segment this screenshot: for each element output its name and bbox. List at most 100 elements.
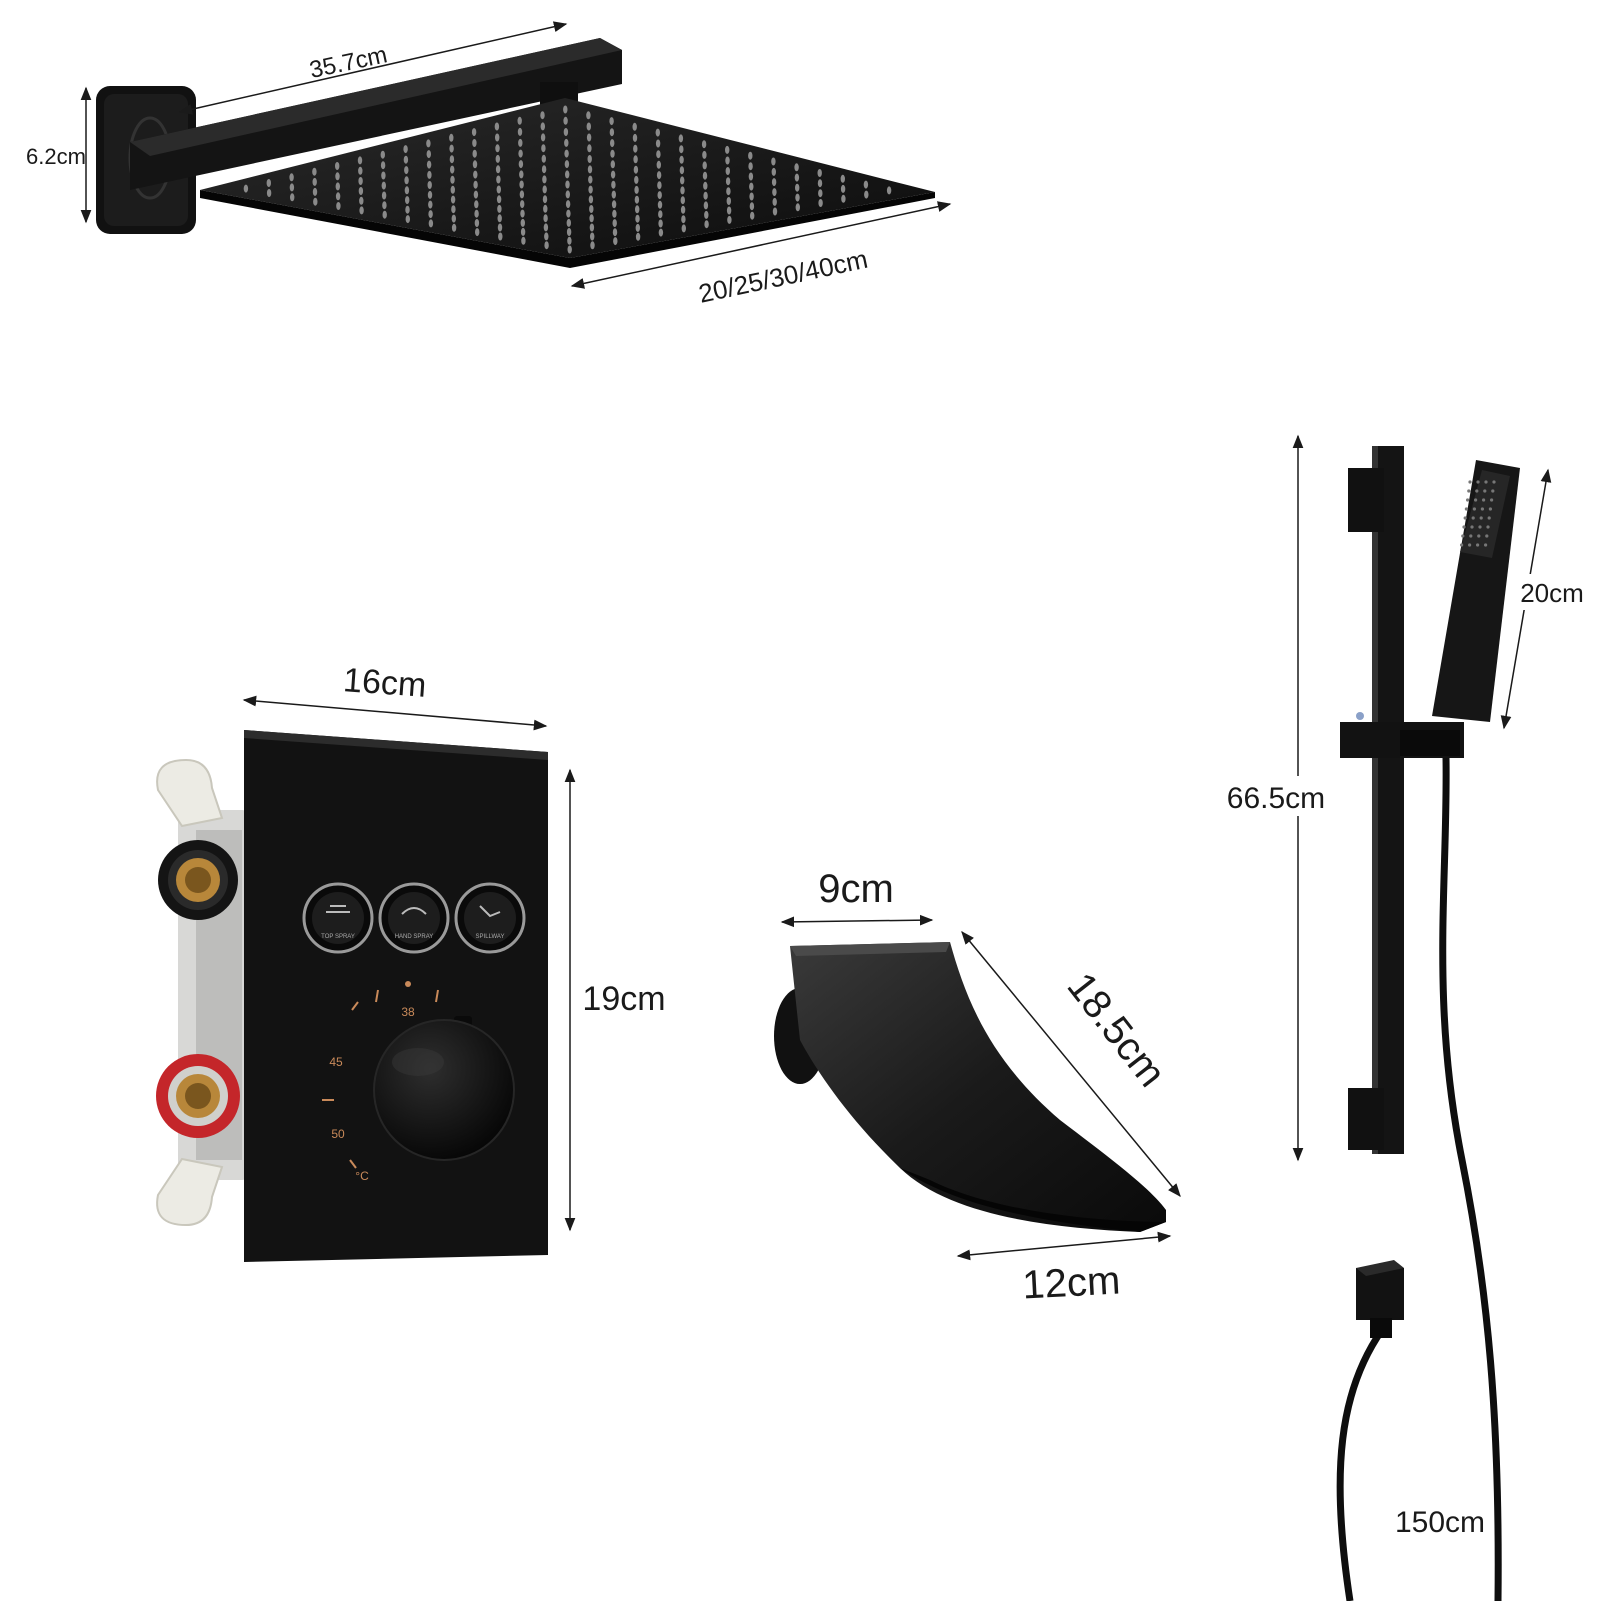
function-button-spillway[interactable]: SPILLWAY (454, 882, 526, 954)
nozzle (382, 210, 387, 219)
dim-line-spout-depth (780, 914, 934, 928)
nozzle (451, 214, 456, 223)
nozzle (586, 133, 592, 142)
nozzle (565, 170, 570, 179)
nozzle (886, 186, 892, 195)
nozzle (359, 206, 364, 215)
nozzle (680, 186, 685, 195)
nozzle (497, 204, 502, 213)
nozzle (609, 128, 615, 137)
nozzle (335, 192, 341, 201)
handheld-nozzle (1479, 516, 1483, 520)
nozzle (565, 200, 571, 209)
nozzle (748, 162, 753, 171)
nozzle (567, 236, 572, 245)
nozzle (633, 155, 638, 164)
handheld-nozzle (1461, 534, 1465, 538)
nozzle (589, 214, 594, 223)
nozzle (817, 169, 822, 177)
nozzle (496, 175, 501, 184)
nozzle (449, 155, 455, 164)
handheld-nozzle (1483, 489, 1487, 493)
wall-outlet-elbow (1356, 1260, 1404, 1338)
dial-mark-50: 50 (331, 1127, 345, 1141)
handheld-slider-holder[interactable] (1340, 712, 1464, 758)
nozzle (726, 187, 731, 196)
dim-label-plate: 6.2cm (26, 144, 86, 169)
nozzle (587, 144, 592, 153)
handheld-nozzle (1462, 525, 1466, 529)
nozzle (494, 122, 500, 131)
nozzle (610, 139, 615, 148)
nozzle (610, 149, 615, 158)
nozzle (266, 189, 272, 197)
dim-line-valve-width (242, 695, 548, 731)
handheld-nozzle (1478, 525, 1482, 529)
nozzle (520, 209, 525, 218)
nozzle (497, 214, 502, 223)
nozzle (701, 140, 707, 149)
nozzle (840, 174, 845, 183)
nozzle (656, 150, 661, 159)
handheld-nozzle (1472, 507, 1476, 511)
nozzle (725, 145, 730, 154)
dim-label-valve-height: 19cm (582, 980, 665, 1018)
nozzle (519, 190, 525, 199)
nozzle (543, 204, 548, 213)
rain-shower-head: 35.7cm 6.2cm 20/25/30/40cm (26, 21, 952, 309)
handheld-nozzle (1470, 525, 1474, 529)
nozzle (521, 236, 526, 245)
handheld-nozzle (1490, 498, 1494, 502)
handheld-nozzle (1487, 516, 1491, 520)
nozzle (564, 160, 570, 169)
nozzle (403, 155, 409, 164)
nozzle (520, 200, 525, 209)
nozzle (703, 181, 708, 190)
temperature-knob[interactable] (373, 1016, 515, 1161)
nozzle (588, 195, 594, 204)
nozzle (495, 154, 500, 163)
nozzle (772, 197, 777, 206)
nozzle (563, 128, 569, 136)
nozzle (335, 172, 340, 181)
handheld-nozzle (1491, 489, 1495, 493)
nozzle (590, 232, 595, 241)
nozzle (612, 228, 618, 237)
nozzle (495, 165, 501, 174)
nozzle (725, 167, 730, 175)
handheld-nozzle (1484, 480, 1488, 484)
nozzle (610, 160, 615, 169)
nozzle (381, 181, 386, 190)
nozzle (749, 192, 754, 201)
nozzle (563, 116, 568, 125)
nozzle (450, 195, 456, 204)
handheld-nozzle (1486, 525, 1490, 529)
nozzle (358, 166, 363, 175)
nozzle (634, 195, 640, 204)
dim-label-spout-width: 12cm (1021, 1258, 1121, 1307)
nozzle (563, 105, 568, 114)
nozzle (681, 224, 686, 233)
nozzle (772, 188, 777, 197)
nozzle (517, 127, 523, 136)
nozzle (818, 189, 823, 198)
nozzle (611, 200, 617, 209)
nozzle (519, 170, 524, 179)
nozzle (540, 122, 545, 131)
nozzle (426, 139, 431, 148)
nozzle (840, 184, 846, 193)
dim-line-arm (178, 21, 568, 115)
slide-bar-bottom-bracket (1348, 1088, 1384, 1150)
button-label-spillway: SPILLWAY (476, 934, 505, 940)
nozzle (633, 165, 639, 174)
dim-label-arm: 35.7cm (307, 41, 390, 84)
nozzle (498, 232, 503, 241)
handheld-nozzle (1484, 543, 1488, 547)
nozzle (404, 166, 409, 175)
function-button-top-spray[interactable]: TOP SPRAY (302, 882, 374, 954)
nozzle (817, 179, 823, 188)
function-button-hand-spray[interactable]: HAND SPRAY (378, 882, 450, 954)
nozzle (495, 133, 500, 142)
handheld-shower[interactable] (1432, 460, 1520, 722)
nozzle (725, 156, 730, 165)
